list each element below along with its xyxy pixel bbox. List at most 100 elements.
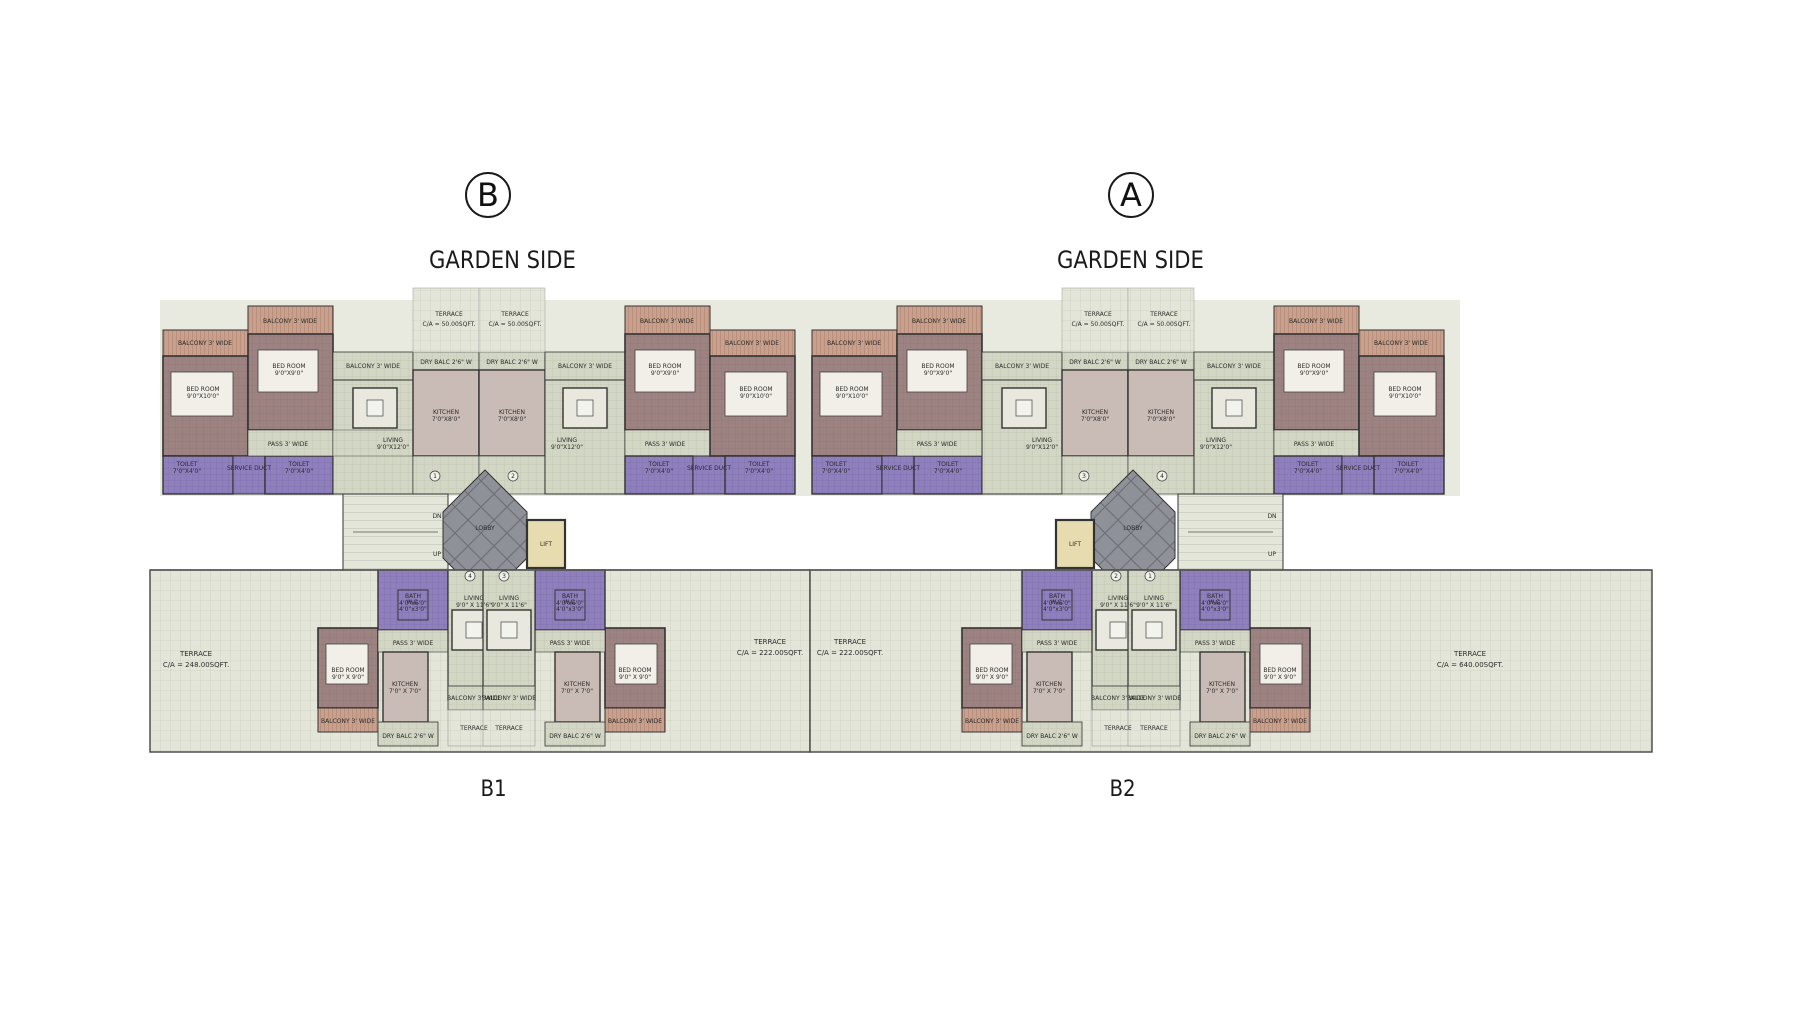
toilet-label: 7'0"X4'0": [745, 468, 773, 475]
service-duct: [232, 455, 266, 495]
kitchen: [382, 651, 429, 723]
toilet-label: 7'0"X4'0": [285, 468, 313, 475]
service-duct-label: SERVICE DUCT: [876, 465, 920, 472]
toilet: [162, 455, 234, 495]
terrace-label: TERRACE: [753, 638, 786, 646]
toilet: [913, 455, 983, 495]
small-terrace-area: C/A = 50.00SQFT.: [422, 321, 475, 328]
service-duct: [692, 455, 726, 495]
wc-label: W.C.: [563, 599, 576, 606]
kitchen: [1127, 369, 1195, 457]
kitchen-label: KITCHEN: [499, 409, 525, 416]
balcony: [624, 305, 711, 335]
bedroom-label: BED ROOM: [186, 386, 219, 393]
dry-balcony-label: DRY BALC 2'6" W: [420, 359, 472, 366]
dry-balcony-label: DRY BALC 2'6" W: [1069, 359, 1121, 366]
plan-structure: [149, 287, 1653, 753]
balcony-label: BALCONY 3' WIDE: [995, 363, 1049, 370]
lift-label: LIFT: [540, 541, 552, 548]
flat-number-2-label: 2: [511, 473, 515, 480]
bed-furniture: [819, 371, 883, 417]
kitchen: [1061, 369, 1129, 457]
balcony-label: BALCONY 3' WIDE: [1289, 318, 1343, 325]
kitchen-label: 7'0"X8'0": [498, 416, 526, 423]
small-terrace: [412, 287, 480, 353]
dry-balcony: [377, 721, 439, 747]
terrace-area-label: C/A = 248.00SQFT.: [163, 661, 229, 669]
bed-furniture: [969, 643, 1013, 685]
balcony: [1249, 707, 1311, 733]
passage: [332, 429, 414, 457]
balcony-label: BALCONY 3' WIDE: [912, 318, 966, 325]
wc-label: 4'0"x3'0": [1201, 606, 1229, 613]
terrace-area-label: C/A = 640.00SQFT.: [1437, 661, 1503, 669]
small-terrace: [1127, 287, 1195, 353]
balcony-label: BALCONY 3' WIDE: [1207, 363, 1261, 370]
lobby-label: LOBBY: [475, 525, 495, 532]
bath-label: BATH: [562, 593, 578, 600]
balcony-label: BALCONY 3' WIDE: [482, 695, 536, 702]
balcony: [317, 707, 379, 733]
service-duct-label: SERVICE DUCT: [687, 465, 731, 472]
sofa-set-table: [500, 621, 518, 639]
bed-furniture: [724, 371, 788, 417]
toilet: [811, 455, 883, 495]
living-label: 9'0" X 11'6": [456, 602, 492, 609]
balcony-label: BALCONY 3' WIDE: [827, 340, 881, 347]
balcony: [709, 329, 796, 357]
bed-furniture: [257, 349, 319, 393]
wing-a-marker: A: [1108, 172, 1154, 218]
sofa-set-table: [576, 399, 594, 417]
dry-balcony-label: DRY BALC 2'6" W: [486, 359, 538, 366]
terrace-area-label: C/A = 222.00SQFT.: [817, 649, 883, 657]
terrace-area-label: C/A = 222.00SQFT.: [737, 649, 803, 657]
toilet-label: TOILET: [176, 461, 198, 468]
passage-label: PASS 3' WIDE: [268, 441, 309, 448]
kitchen-label: KITCHEN: [1148, 409, 1174, 416]
wing-b-marker-letter: B: [477, 176, 499, 214]
balcony-label: BALCONY 3' WIDE: [263, 318, 317, 325]
kitchen-label: 7'0"X8'0": [1147, 416, 1175, 423]
flat-number-3-label: 3: [1082, 473, 1086, 480]
bed-furniture: [634, 349, 696, 393]
bedroom-label: 9'0"X9'0": [275, 370, 303, 377]
living-label: 9'0"X12'0": [377, 444, 409, 451]
bath-label: BATH: [405, 593, 421, 600]
flat-number-2: [1110, 570, 1122, 582]
toilet-label: 7'0"X4'0": [173, 468, 201, 475]
toilet-label: TOILET: [937, 461, 959, 468]
bedroom-label: BED ROOM: [272, 363, 305, 370]
wc: [1199, 589, 1231, 621]
balcony-label: BALCONY 3' WIDE: [558, 363, 612, 370]
balcony: [162, 329, 249, 357]
living-label: LIVING: [383, 437, 403, 444]
toilet-label: 7'0"X4'0": [645, 468, 673, 475]
passage: [1273, 429, 1360, 457]
balcony-label: BALCONY 3' WIDE: [640, 318, 694, 325]
bedroom-label: 9'0"X10'0": [187, 393, 219, 400]
toilet-label: 7'0"X4'0": [1394, 468, 1422, 475]
balcony: [961, 707, 1023, 733]
small-terrace-label: TERRACE: [459, 725, 488, 732]
bedroom-label: BED ROOM: [835, 386, 868, 393]
stair-up-label: UP: [1268, 551, 1276, 558]
wc-label: 4'0"x3'0": [1043, 606, 1071, 613]
lobby-label: LOBBY: [1123, 525, 1143, 532]
toilet-label: TOILET: [1397, 461, 1419, 468]
toilet: [624, 455, 694, 495]
bath-label: BATH: [1207, 593, 1223, 600]
bedroom-label: BED ROOM: [618, 667, 651, 674]
bath-label: 4'0"x6'0": [1043, 600, 1071, 607]
building-b1-label: B1: [480, 777, 507, 802]
sofa-set-table: [1015, 399, 1033, 417]
bedroom-label: 9'0" X 9'0": [619, 674, 651, 681]
lift-label: LIFT: [1069, 541, 1081, 548]
dry-balcony: [544, 721, 606, 747]
bedroom-label: BED ROOM: [648, 363, 681, 370]
stair-dn-label: DN: [1267, 513, 1276, 520]
passage: [624, 429, 711, 457]
kitchen: [554, 651, 601, 723]
dry-balcony-label: DRY BALC 2'6" W: [382, 733, 434, 740]
terrace-label: TERRACE: [179, 650, 212, 658]
